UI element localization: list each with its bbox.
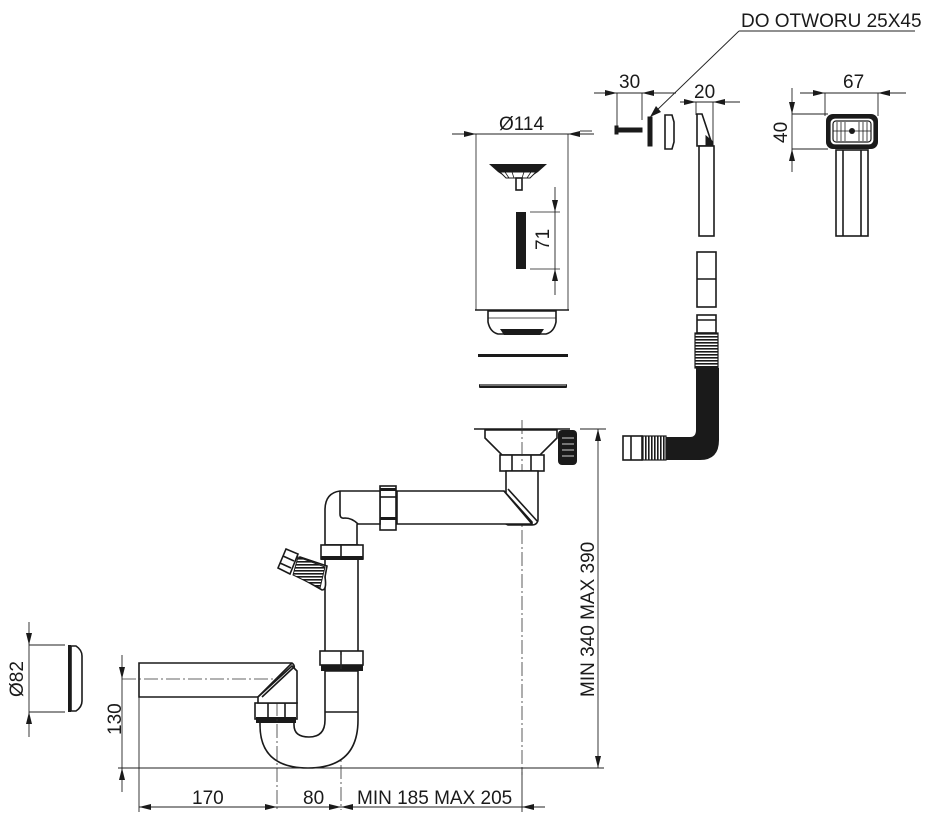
dim-head-width-label: 67 xyxy=(843,72,864,93)
horizontal-arm xyxy=(379,485,539,531)
callout-arrowhead xyxy=(650,106,661,117)
strainer-basket-assembly: Ø114 71 xyxy=(452,114,594,335)
overflow-screw xyxy=(614,125,643,135)
vertical-pipe xyxy=(319,544,364,810)
sealing-gasket-top xyxy=(478,354,568,357)
plug-stem xyxy=(515,177,523,191)
cover-dimension: 20 xyxy=(680,82,740,145)
dim-horizontal-reach-label: MIN 185 MAX 205 xyxy=(357,788,512,809)
dim-cover-width-label: 20 xyxy=(694,82,715,103)
overflow-callout: DO OTWORU 25X45 xyxy=(650,11,922,117)
overflow-nut xyxy=(664,114,675,150)
overflow-flexible-hose xyxy=(622,332,719,461)
wall-rosette: Ø82 xyxy=(7,622,83,737)
overflow-gasket xyxy=(647,116,653,147)
dim-rosette-diameter-label: Ø82 xyxy=(7,661,28,697)
u-trap xyxy=(254,670,359,810)
dim-head-height-label: 40 xyxy=(771,122,792,143)
washing-machine-inlet xyxy=(276,547,328,591)
overflow-pipe-upper xyxy=(698,145,715,237)
bottom-dimensions: 130 170 80 MIN 185 MAX 205 MIN 340 MAX 3… xyxy=(105,428,606,812)
plug-rod xyxy=(516,212,526,269)
dim-screw-length-label: 30 xyxy=(619,72,640,93)
screw-dimension: 30 xyxy=(594,72,676,128)
dim-trap-offset-label: 80 xyxy=(303,788,324,809)
overflow-hole-label: DO OTWORU 25X45 xyxy=(741,11,922,32)
dim-plug-height-label: 71 xyxy=(533,229,554,250)
elbow xyxy=(324,490,381,546)
overflow-pipe-sections xyxy=(696,145,717,334)
dim-outlet-pipe-length-label: 170 xyxy=(192,788,224,809)
dim-outlet-height-label: 130 xyxy=(105,703,126,735)
dim-vertical-height-label: MIN 340 MAX 390 xyxy=(578,542,599,697)
overflow-connector xyxy=(558,430,577,465)
dim-strainer-diameter-label: Ø114 xyxy=(499,114,545,135)
outlet-pipe xyxy=(122,662,298,704)
callout-leader xyxy=(654,30,740,113)
overflow-head-front-view: 67 40 xyxy=(771,72,906,237)
drain-body xyxy=(474,420,577,775)
